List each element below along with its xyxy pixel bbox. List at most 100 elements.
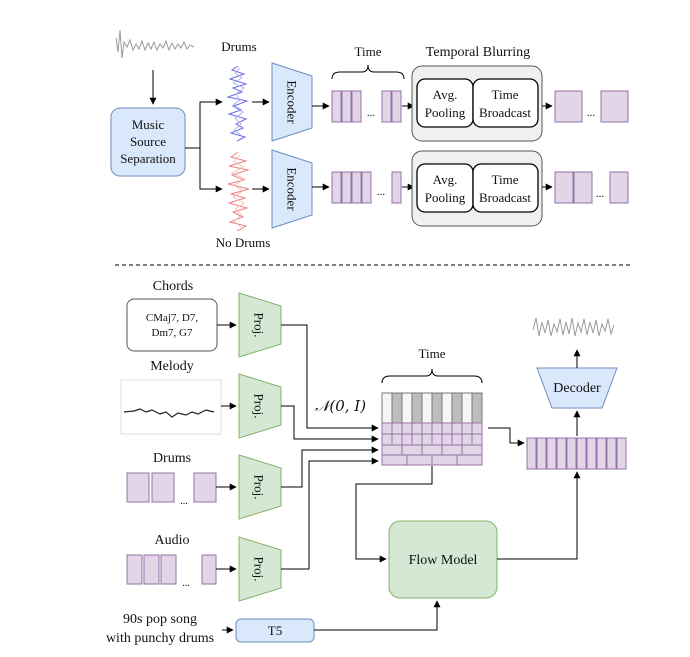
time-broadcast-box-drums [472, 78, 539, 128]
noise-token [471, 392, 483, 424]
audio-token [143, 554, 160, 585]
output-waveform [532, 317, 615, 337]
noise-token [411, 392, 423, 424]
chords-label: Chords [153, 279, 193, 294]
audio-proj-label: Proj. [252, 557, 267, 582]
chord-embedding-token [431, 422, 443, 435]
chords-box [126, 298, 218, 352]
time-label-bottom: Time [419, 346, 446, 361]
arrow-mss-to-nodrums [199, 148, 223, 193]
blurred-token [573, 171, 593, 204]
avg-pooling-drums-l2: Pooling [425, 105, 466, 120]
nodrums-encoder-label: Encoder [285, 167, 300, 211]
time-broadcast-drums-l2: Broadcast [479, 105, 531, 120]
melody-embedding-token [411, 433, 423, 446]
audio-embedding-token [406, 454, 433, 466]
latent-token [596, 437, 607, 470]
nodrums-token-row: ... [331, 171, 402, 204]
chord-embedding-token [461, 422, 473, 435]
drums-token [151, 472, 175, 503]
melody-embedding-token [391, 433, 403, 446]
audio-embedding-token [431, 454, 458, 466]
prompt-text-1: 90s pop song [123, 612, 197, 627]
melody-box [120, 379, 222, 435]
avg-pooling-drums-l1: Avg. [433, 87, 458, 102]
drums-ellipsis: ... [180, 496, 188, 507]
latent-token [536, 437, 547, 470]
audio-input-token-row [126, 554, 217, 585]
token [351, 171, 362, 204]
conditioning-token-grid [381, 392, 483, 466]
audio-ellipsis: ... [182, 578, 190, 589]
decoder [536, 367, 618, 409]
melody-embedding-token [381, 433, 393, 446]
time-broadcast-nodrums-l1: Time [492, 172, 519, 187]
chord-embedding-token [471, 422, 483, 435]
decoder-label: Decoder [553, 381, 601, 396]
token [391, 90, 402, 123]
drums-proj [238, 454, 282, 520]
noise-token [401, 392, 413, 424]
audio-token [201, 554, 217, 585]
avg-pooling-nodrums-l2: Pooling [425, 190, 466, 205]
time-broadcast-nodrums-l2: Broadcast [479, 190, 531, 205]
audio-proj [238, 536, 282, 602]
drums-proj-label: Proj. [252, 475, 267, 500]
drums-encoder [271, 62, 313, 142]
time-broadcast-drums-l1: Time [492, 87, 519, 102]
chords-text-1: CMaj7, D7, [146, 312, 199, 324]
noise-token [421, 392, 433, 424]
time-brace-bottom [381, 368, 483, 384]
flow-model-label: Flow Model [409, 553, 478, 568]
token-ellipsis: ... [596, 188, 605, 200]
token-ellipsis: ... [367, 107, 376, 119]
t5-label: T5 [268, 623, 282, 638]
noise-token [461, 392, 473, 424]
token [331, 171, 342, 204]
drums-waveform [226, 65, 249, 142]
chords-proj-label: Proj. [252, 313, 267, 338]
latent-token [586, 437, 597, 470]
drums-embedding-token [421, 444, 443, 456]
input-waveform [115, 29, 195, 59]
mss-label-3: Separation [120, 151, 176, 166]
chord-embedding-token [421, 422, 433, 435]
melody-embedding-token [451, 433, 463, 446]
blurred-token [554, 171, 574, 204]
noise-token [391, 392, 403, 424]
audio-token [160, 554, 177, 585]
latent-token [606, 437, 617, 470]
chords-text-2: Dm7, G7 [152, 327, 193, 339]
drums-input-token-row [126, 472, 217, 503]
arrow-flow-to-latents [497, 471, 581, 560]
drums-token-row: ... [331, 90, 402, 123]
drums-embedding-token [401, 444, 423, 456]
noise-label: 𝒩(0, I) [315, 397, 366, 415]
drums-embedding-token [461, 444, 483, 456]
arrow-audio-proj-to-grid [281, 457, 379, 570]
token-ellipsis: ... [587, 107, 596, 119]
music-source-separation-box [110, 107, 186, 177]
melody-embedding-token [441, 433, 453, 446]
noise-token [441, 392, 453, 424]
melody-proj-label: Proj. [252, 394, 267, 419]
drums-label: Drums [221, 39, 256, 54]
no-drums-waveform [227, 151, 250, 232]
drums-blurred-token-row: ... [554, 90, 629, 123]
drums-waveform-shadow [231, 67, 245, 137]
no-drums-waveform-shadow [231, 154, 246, 228]
chord-embedding-token [411, 422, 423, 435]
token [361, 171, 372, 204]
melody-embedding-token [461, 433, 473, 446]
latent-token-row [526, 437, 627, 470]
chord-embedding-token [441, 422, 453, 435]
melody-label: Melody [150, 359, 194, 374]
blurred-token [554, 90, 583, 123]
mss-label-2: Source [130, 134, 166, 149]
latent-token [576, 437, 587, 470]
latent-token [526, 437, 537, 470]
arrow-t5-to-flow [314, 600, 441, 631]
audio-input-label: Audio [155, 533, 190, 548]
